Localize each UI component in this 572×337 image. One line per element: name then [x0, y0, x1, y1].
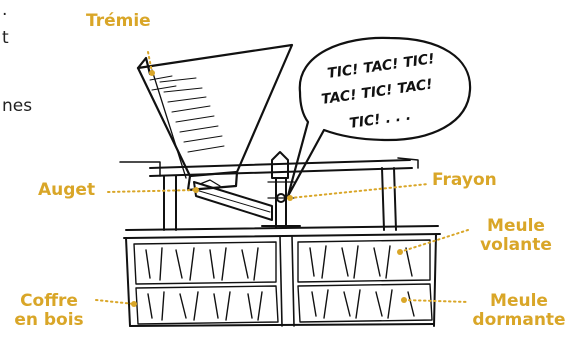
meule-dormante-drawing: [136, 284, 432, 324]
label-frayon: Frayon: [432, 171, 497, 190]
bubble-line-2: TAC! TIC! TAC!: [320, 76, 433, 107]
label-coffre-line-1: Coffre: [6, 292, 92, 311]
label-meule-volante: Meule volante: [470, 217, 562, 255]
label-tremie: Trémie: [86, 12, 151, 31]
label-coffre-en-bois: Coffre en bois: [6, 292, 92, 330]
meule-volante-drawing: [134, 240, 430, 284]
label-meule-volante-line-2: volante: [470, 236, 562, 255]
bubble-line-3: TIC! . . .: [348, 107, 412, 131]
label-meule-dormante: Meule dormante: [470, 292, 568, 330]
label-auget: Auget: [38, 181, 95, 200]
label-meule-dormante-line-1: Meule: [470, 292, 568, 311]
speech-bubble-text: TIC! TAC! TIC! TAC! TIC! TAC! TIC! . . .: [320, 51, 435, 132]
label-meule-volante-line-1: Meule: [470, 217, 562, 236]
label-meule-dormante-line-2: dormante: [470, 311, 568, 330]
leader-dots: [131, 70, 407, 307]
label-coffre-line-2: en bois: [6, 311, 92, 330]
